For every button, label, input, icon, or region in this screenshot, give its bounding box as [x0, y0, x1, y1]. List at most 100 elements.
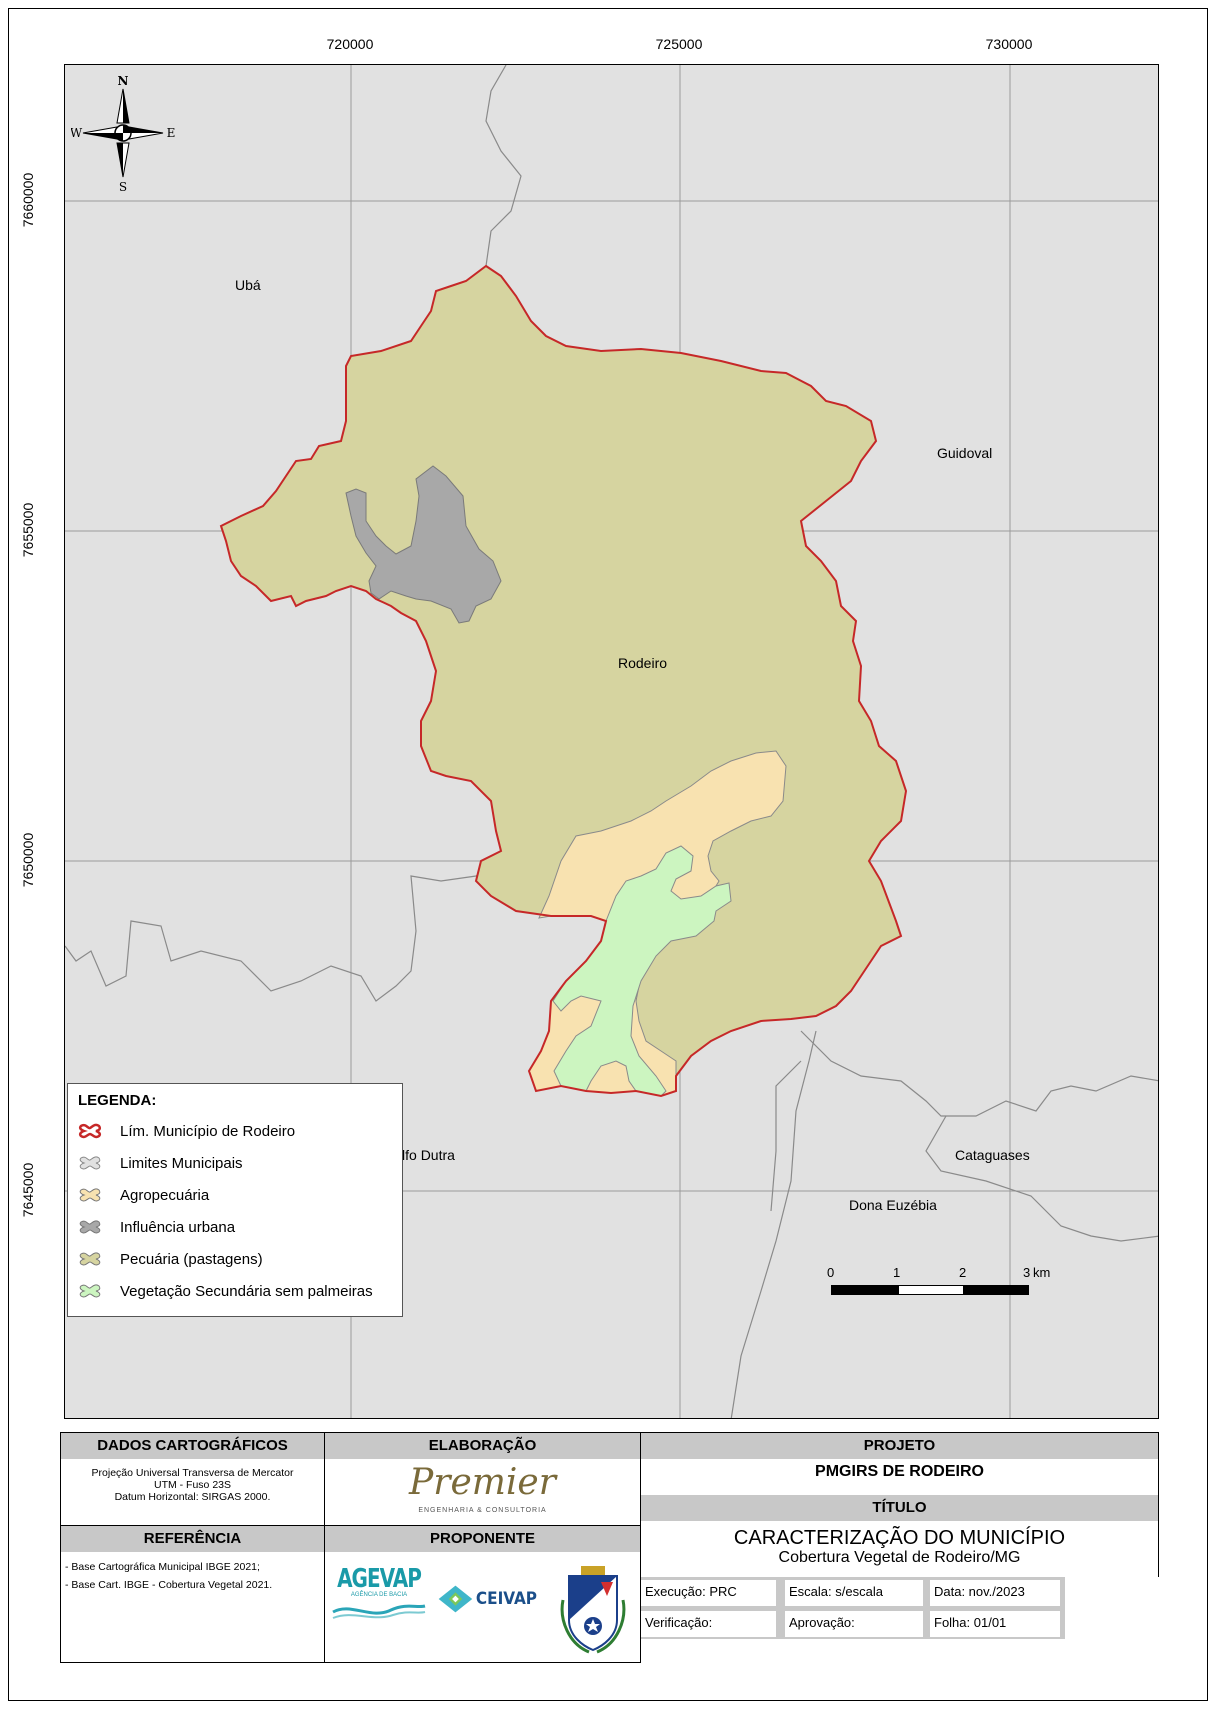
legend-item: Limites Municipais	[78, 1147, 392, 1179]
pecuaria-pastagens-area	[221, 266, 906, 1096]
place-label-cataguases: Cataguases	[955, 1147, 1030, 1163]
referencia-text: - Base Cartográfica Municipal IBGE 2021;…	[65, 1558, 272, 1594]
place-label-dona-euzebia: Dona Euzébia	[849, 1197, 937, 1213]
titulo-header: TÍTULO	[641, 1495, 1158, 1521]
referencia-header: REFERÊNCIA	[61, 1526, 324, 1552]
escala-cell: Escala: s/escala	[785, 1580, 923, 1606]
x-tick-label: 730000	[985, 36, 1033, 52]
legend-label: Agropecuária	[120, 1186, 210, 1204]
vegetacao-secundaria-area	[552, 845, 732, 1097]
municipio-rodeiro-limit	[219, 264, 908, 1098]
compass-rose-icon: N S E W	[70, 74, 176, 194]
legend-title: LEGENDA:	[78, 1092, 157, 1109]
agevap-wave-icon	[332, 1604, 426, 1619]
dados-cartograficos-text: Projeção Universal Transversa de Mercato…	[61, 1467, 324, 1503]
execucao-cell: Execução: PRC	[641, 1580, 776, 1606]
verificacao-cell: Verificação:	[641, 1611, 776, 1637]
premier-logo: Premier	[409, 1462, 556, 1503]
x-tick-label: 725000	[655, 36, 703, 52]
municipal-limits	[65, 65, 1158, 1418]
place-label-uba: Ubá	[235, 277, 261, 293]
legend-label: Limites Municipais	[120, 1154, 243, 1172]
proponente-panel: PROPONENTE AGEVAP AGÊNCIA DE BACIA CEIVA…	[324, 1525, 641, 1663]
compass-w: W	[71, 126, 83, 140]
legend-label: Vegetação Secundária sem palmeiras	[120, 1282, 373, 1300]
y-tick-label: 7645000	[20, 1162, 36, 1218]
agropecuaria-swatch-icon	[79, 1188, 101, 1202]
scale-label: 1	[893, 1265, 901, 1280]
scale-segment	[898, 1285, 964, 1295]
elaboracao-header: ELABORAÇÃO	[325, 1433, 640, 1459]
agevap-logo: AGEVAP AGÊNCIA DE BACIA	[331, 1562, 427, 1636]
y-tick-label: 7660000	[20, 172, 36, 228]
map-canvas	[65, 65, 1158, 1418]
compass-s: S	[119, 180, 127, 194]
y-tick-label: 7650000	[20, 832, 36, 888]
projeto-header: PROJETO	[641, 1433, 1158, 1459]
agevap-logo-text: AGEVAP	[337, 1562, 422, 1594]
titulo-sub: Cobertura Vegetal de Rodeiro/MG	[778, 1549, 1021, 1566]
place-label-guidoval: Guidoval	[937, 445, 993, 461]
metadata-grid: Execução: PRC Escala: s/escala Data: nov…	[641, 1577, 1160, 1664]
compass-e: E	[167, 126, 176, 140]
ceivap-diamond-icon	[438, 1585, 473, 1613]
urbana-swatch-icon	[79, 1220, 101, 1234]
legend-item: Vegetação Secundária sem palmeiras	[78, 1275, 392, 1307]
place-label-rodeiro: Rodeiro	[618, 655, 668, 671]
map-sheet-frame	[8, 8, 1208, 1701]
dados-line: Datum Horizontal: SIRGAS 2000.	[114, 1491, 271, 1503]
dados-cartograficos-header: DADOS CARTOGRÁFICOS	[61, 1433, 324, 1459]
legend-item: Lím. Município de Rodeiro	[78, 1115, 392, 1147]
dados-line: Projeção Universal Transversa de Mercato…	[91, 1467, 294, 1479]
referencia-line: - Base Cart. IBGE - Cobertura Vegetal 20…	[65, 1579, 273, 1591]
legend-item: Pecuária (pastagens)	[78, 1243, 392, 1275]
scale-label: 0	[827, 1265, 835, 1280]
premier-logo-sub: ENGENHARIA & CONSULTORIA	[418, 1507, 547, 1514]
legend-item: Influência urbana	[78, 1211, 392, 1243]
compass-n: N	[118, 75, 129, 88]
north-arrow: N S E W	[70, 74, 181, 195]
limit-swatch-icon	[78, 1123, 102, 1139]
dados-cartograficos-panel: DADOS CARTOGRÁFICOS Projeção Universal T…	[60, 1432, 325, 1526]
legend-item: Agropecuária	[78, 1179, 392, 1211]
projeto-panel: PROJETO PMGIRS DE RODEIRO TÍTULO CARACTE…	[640, 1432, 1160, 1664]
legend-label: Influência urbana	[120, 1218, 236, 1236]
aprovacao-cell: Aprovação:	[785, 1611, 923, 1637]
agevap-logo-sub: AGÊNCIA DE BACIA	[350, 1592, 408, 1598]
scale-label: 2	[959, 1265, 967, 1280]
data-cell: Data: nov./2023	[930, 1580, 1060, 1606]
metadata-footer	[641, 1639, 1160, 1664]
limit-dona-cataguases	[800, 1030, 1158, 1117]
legend-label: Lím. Município de Rodeiro	[120, 1122, 296, 1140]
rodeiro-coat-of-arms-icon	[560, 1566, 626, 1654]
map-area[interactable]: N S E W Ubá Guidoval Rodeiro Astolfo Dut…	[64, 64, 1159, 1419]
limit-uba-guidoval	[485, 65, 522, 267]
elaboracao-panel: ELABORAÇÃO Premier ENGENHARIA & CONSULTO…	[324, 1432, 641, 1526]
scale-segment	[831, 1285, 899, 1295]
limit-cataguases-south	[925, 1115, 1158, 1242]
titulo-main: CARACTERIZAÇÃO DO MUNICÍPIO	[733, 1527, 1066, 1549]
pastagens-swatch-icon	[79, 1252, 101, 1266]
referencia-line: - Base Cartográfica Municipal IBGE 2021;	[65, 1561, 260, 1573]
limit-cataguases-west	[770, 1060, 802, 1212]
scale-unit: km	[1033, 1265, 1051, 1280]
proponente-header: PROPONENTE	[325, 1526, 640, 1552]
y-tick-label: 7655000	[20, 502, 36, 558]
limit-astolfo-dona	[730, 1030, 817, 1418]
ceivap-logo-text: CEIVAP	[475, 1589, 537, 1609]
vegetacao-swatch-icon	[79, 1284, 101, 1298]
limit-uba-astolfo	[65, 868, 487, 1002]
scale-segment	[963, 1285, 1029, 1295]
map-legend: LEGENDA: Lím. Município de Rodeiro Limit…	[67, 1083, 403, 1317]
scale-label: 3	[1023, 1265, 1031, 1280]
ceivap-logo: CEIVAP	[437, 1574, 537, 1624]
projeto-name: PMGIRS DE RODEIRO	[815, 1463, 984, 1480]
dados-line: UTM - Fuso 23S	[153, 1479, 232, 1491]
limites-swatch-icon	[79, 1156, 101, 1170]
referencia-panel: REFERÊNCIA - Base Cartográfica Municipal…	[60, 1525, 325, 1663]
scale-bar: 0 1 2 3 km	[827, 1265, 1071, 1305]
legend-label: Pecuária (pastagens)	[120, 1250, 263, 1268]
folha-cell: Folha: 01/01	[930, 1611, 1060, 1637]
x-tick-label: 720000	[326, 36, 374, 52]
influencia-urbana-area	[345, 465, 502, 624]
